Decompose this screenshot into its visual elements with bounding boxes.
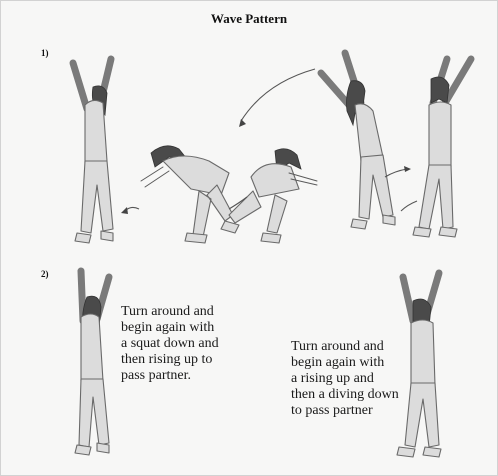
row1-figure-1-standing [73, 59, 113, 243]
row1-figure-2-diving [141, 146, 233, 243]
caption-step-2-left: Turn around and begin again with a squat… [121, 304, 281, 384]
caption-step-2-right: Turn around and begin again with a risin… [291, 339, 461, 419]
row2-figure-1-standing [75, 271, 109, 455]
row1-figure-5-standing [413, 59, 471, 237]
row1-figure-3-squatting [221, 149, 317, 243]
row1-figure-4-rising [321, 53, 395, 229]
